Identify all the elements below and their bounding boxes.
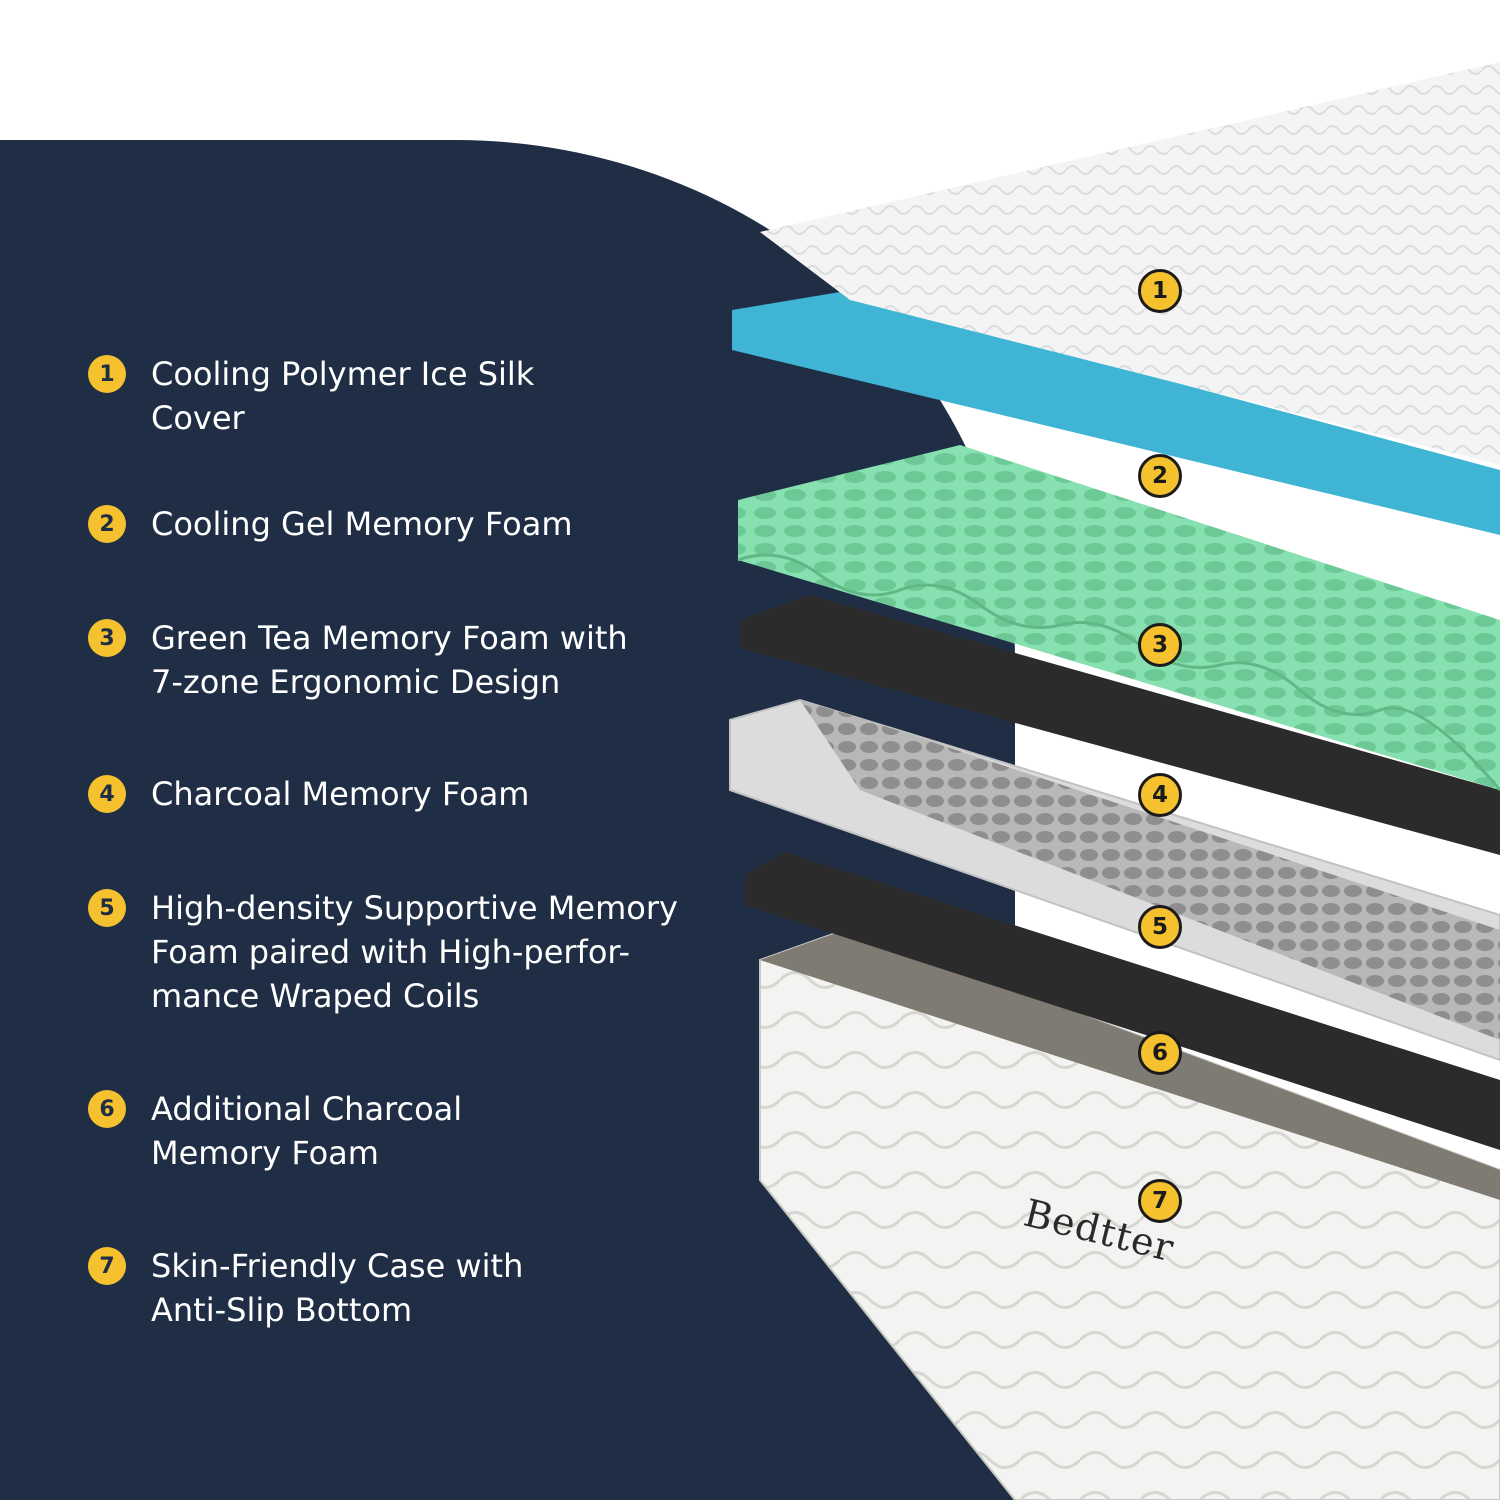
- marker-1: 1: [1138, 269, 1182, 313]
- feature-label-3: Green Tea Memory Foam with 7-zone Ergono…: [151, 619, 628, 701]
- feature-7: 7 Skin-Friendly Case with Anti-Slip Bott…: [88, 1244, 728, 1332]
- marker-3: 3: [1138, 623, 1182, 667]
- feature-number-7: 7: [88, 1247, 126, 1285]
- feature-number-2: 2: [88, 505, 126, 543]
- feature-number-4: 4: [88, 775, 126, 813]
- feature-1: 1 Cooling Polymer Ice Silk Cover: [88, 352, 728, 440]
- feature-4: 4 Charcoal Memory Foam: [88, 772, 728, 816]
- feature-number-1: 1: [88, 355, 126, 393]
- feature-label-6: Additional Charcoal Memory Foam: [151, 1090, 463, 1172]
- feature-label-2: Cooling Gel Memory Foam: [151, 505, 573, 543]
- layer-6-charcoal: [745, 852, 1500, 1150]
- feature-6: 6 Additional Charcoal Memory Foam: [88, 1087, 728, 1175]
- feature-number-6: 6: [88, 1090, 126, 1128]
- feature-2: 2 Cooling Gel Memory Foam: [88, 502, 728, 546]
- marker-4: 4: [1138, 773, 1182, 817]
- feature-number-5: 5: [88, 889, 126, 927]
- layer-2-gel: [732, 292, 1500, 535]
- layer-1-cover: [760, 62, 1500, 465]
- feature-label-4: Charcoal Memory Foam: [151, 775, 530, 813]
- marker-2: 2: [1138, 454, 1182, 498]
- marker-6: 6: [1138, 1031, 1182, 1075]
- layer-5-coils: [729, 698, 1500, 1062]
- marker-7: 7: [1138, 1179, 1182, 1223]
- feature-5: 5 High-density Supportive Memory Foam pa…: [88, 886, 728, 1018]
- marker-5: 5: [1138, 905, 1182, 949]
- feature-number-3: 3: [88, 619, 126, 657]
- feature-label-7: Skin-Friendly Case with Anti-Slip Bottom: [151, 1247, 524, 1329]
- feature-label-1: Cooling Polymer Ice Silk Cover: [151, 355, 535, 437]
- layer-3-green-tea: [737, 445, 1500, 791]
- feature-label-5: High-density Supportive Memory Foam pair…: [151, 889, 678, 1015]
- layer-4-charcoal: [740, 595, 1500, 855]
- feature-3: 3 Green Tea Memory Foam with 7-zone Ergo…: [88, 616, 728, 704]
